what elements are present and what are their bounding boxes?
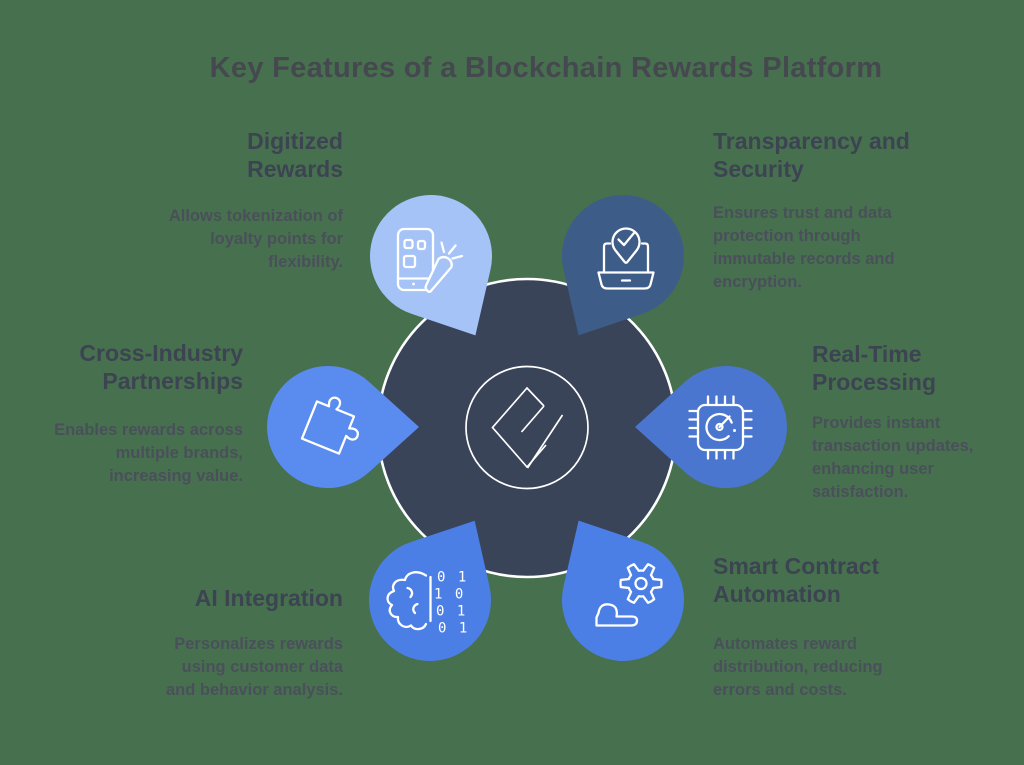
- feature-cross-industry-partnerships: Cross-Industry Partnerships Enables rewa…: [54, 339, 243, 488]
- body-line: Provides instant: [812, 414, 941, 432]
- heading-line: Automation: [713, 581, 841, 607]
- body-line: Allows tokenization of: [168, 207, 343, 225]
- chip-gauge-icon: [688, 395, 753, 460]
- feature-body: Provides instant transaction updates, en…: [812, 412, 973, 504]
- body-line: loyalty points for: [210, 230, 343, 248]
- body-line: protection through: [713, 227, 861, 245]
- gear-hand-icon: [595, 563, 663, 627]
- brain-binary-icon: 0 1 1 0 0 1 0 1: [386, 570, 469, 637]
- binary-row: 1 0: [434, 587, 465, 603]
- feature-smart-contract-automation: Smart Contract Automation Automates rewa…: [713, 552, 883, 702]
- heading-line: Processing: [812, 369, 936, 395]
- heading-line: Transparency and: [713, 128, 910, 154]
- body-line: distribution, reducing: [713, 658, 883, 676]
- body-line: multiple brands,: [115, 444, 243, 462]
- feature-heading: Smart Contract Automation: [713, 552, 883, 608]
- body-line: Automates reward: [713, 635, 857, 653]
- heading-line: Security: [713, 156, 804, 182]
- binary-row: 0 1: [438, 621, 469, 637]
- heading-line: Digitized: [247, 128, 343, 154]
- feature-body: Allows tokenization of loyalty points fo…: [169, 205, 343, 274]
- binary-row: 0 1: [436, 604, 467, 620]
- body-line: using customer data: [181, 658, 343, 676]
- feature-transparency-and-security: Transparency and Security Ensures trust …: [713, 127, 910, 294]
- feature-heading: AI Integration: [166, 584, 343, 612]
- body-line: Enables rewards across: [54, 421, 243, 439]
- body-line: enhancing user: [812, 460, 934, 478]
- petal-transparency-and-security: [561, 195, 684, 336]
- feature-ai-integration: AI Integration Personalizes rewards usin…: [166, 584, 343, 702]
- body-line: flexibility.: [268, 253, 343, 271]
- body-line: encryption.: [713, 273, 802, 291]
- feature-heading: Cross-Industry Partnerships: [54, 339, 243, 395]
- petal-real-time-processing: [635, 366, 787, 488]
- laptop-pin-check-icon: [597, 227, 655, 290]
- body-line: increasing value.: [109, 467, 243, 485]
- feature-heading: Digitized Rewards: [169, 127, 343, 183]
- puzzle-piece-icon: [300, 396, 359, 455]
- body-line: Personalizes rewards: [174, 635, 343, 653]
- feature-real-time-processing: Real-Time Processing Provides instant tr…: [812, 340, 973, 504]
- heading-line: Partnerships: [102, 368, 243, 394]
- heading-line: Smart Contract: [713, 553, 880, 579]
- feature-heading: Real-Time Processing: [812, 340, 973, 396]
- petal-cross-industry-partnerships: [267, 366, 419, 488]
- petal-smart-contract-automation: [561, 520, 684, 661]
- feature-heading: Transparency and Security: [713, 127, 910, 183]
- heading-line: Real-Time: [812, 341, 922, 367]
- body-line: Ensures trust and data: [713, 204, 892, 222]
- binary-row: 0 1: [437, 570, 468, 586]
- feature-body: Ensures trust and data protection throug…: [713, 202, 910, 294]
- heading-line: Cross-Industry: [79, 340, 243, 366]
- heading-line: AI Integration: [194, 585, 343, 611]
- phone-qr-carrot-icon: [396, 227, 464, 293]
- center-circle: [376, 277, 678, 579]
- body-line: immutable records and: [713, 250, 895, 268]
- heading-line: Rewards: [247, 156, 343, 182]
- feature-digitized-rewards: Digitized Rewards Allows tokenization of…: [169, 127, 343, 274]
- feature-body: Personalizes rewards using customer data…: [166, 633, 343, 702]
- feature-body: Enables rewards across multiple brands, …: [54, 419, 243, 488]
- feature-body: Automates reward distribution, reducing …: [713, 633, 883, 702]
- e-logo: [465, 365, 589, 490]
- body-line: and behavior analysis.: [166, 681, 343, 699]
- center-hub: [376, 277, 678, 579]
- body-line: errors and costs.: [713, 681, 847, 699]
- body-line: transaction updates,: [812, 437, 974, 455]
- body-line: satisfaction.: [812, 483, 909, 501]
- page-title: Key Features of a Blockchain Rewards Pla…: [209, 52, 883, 84]
